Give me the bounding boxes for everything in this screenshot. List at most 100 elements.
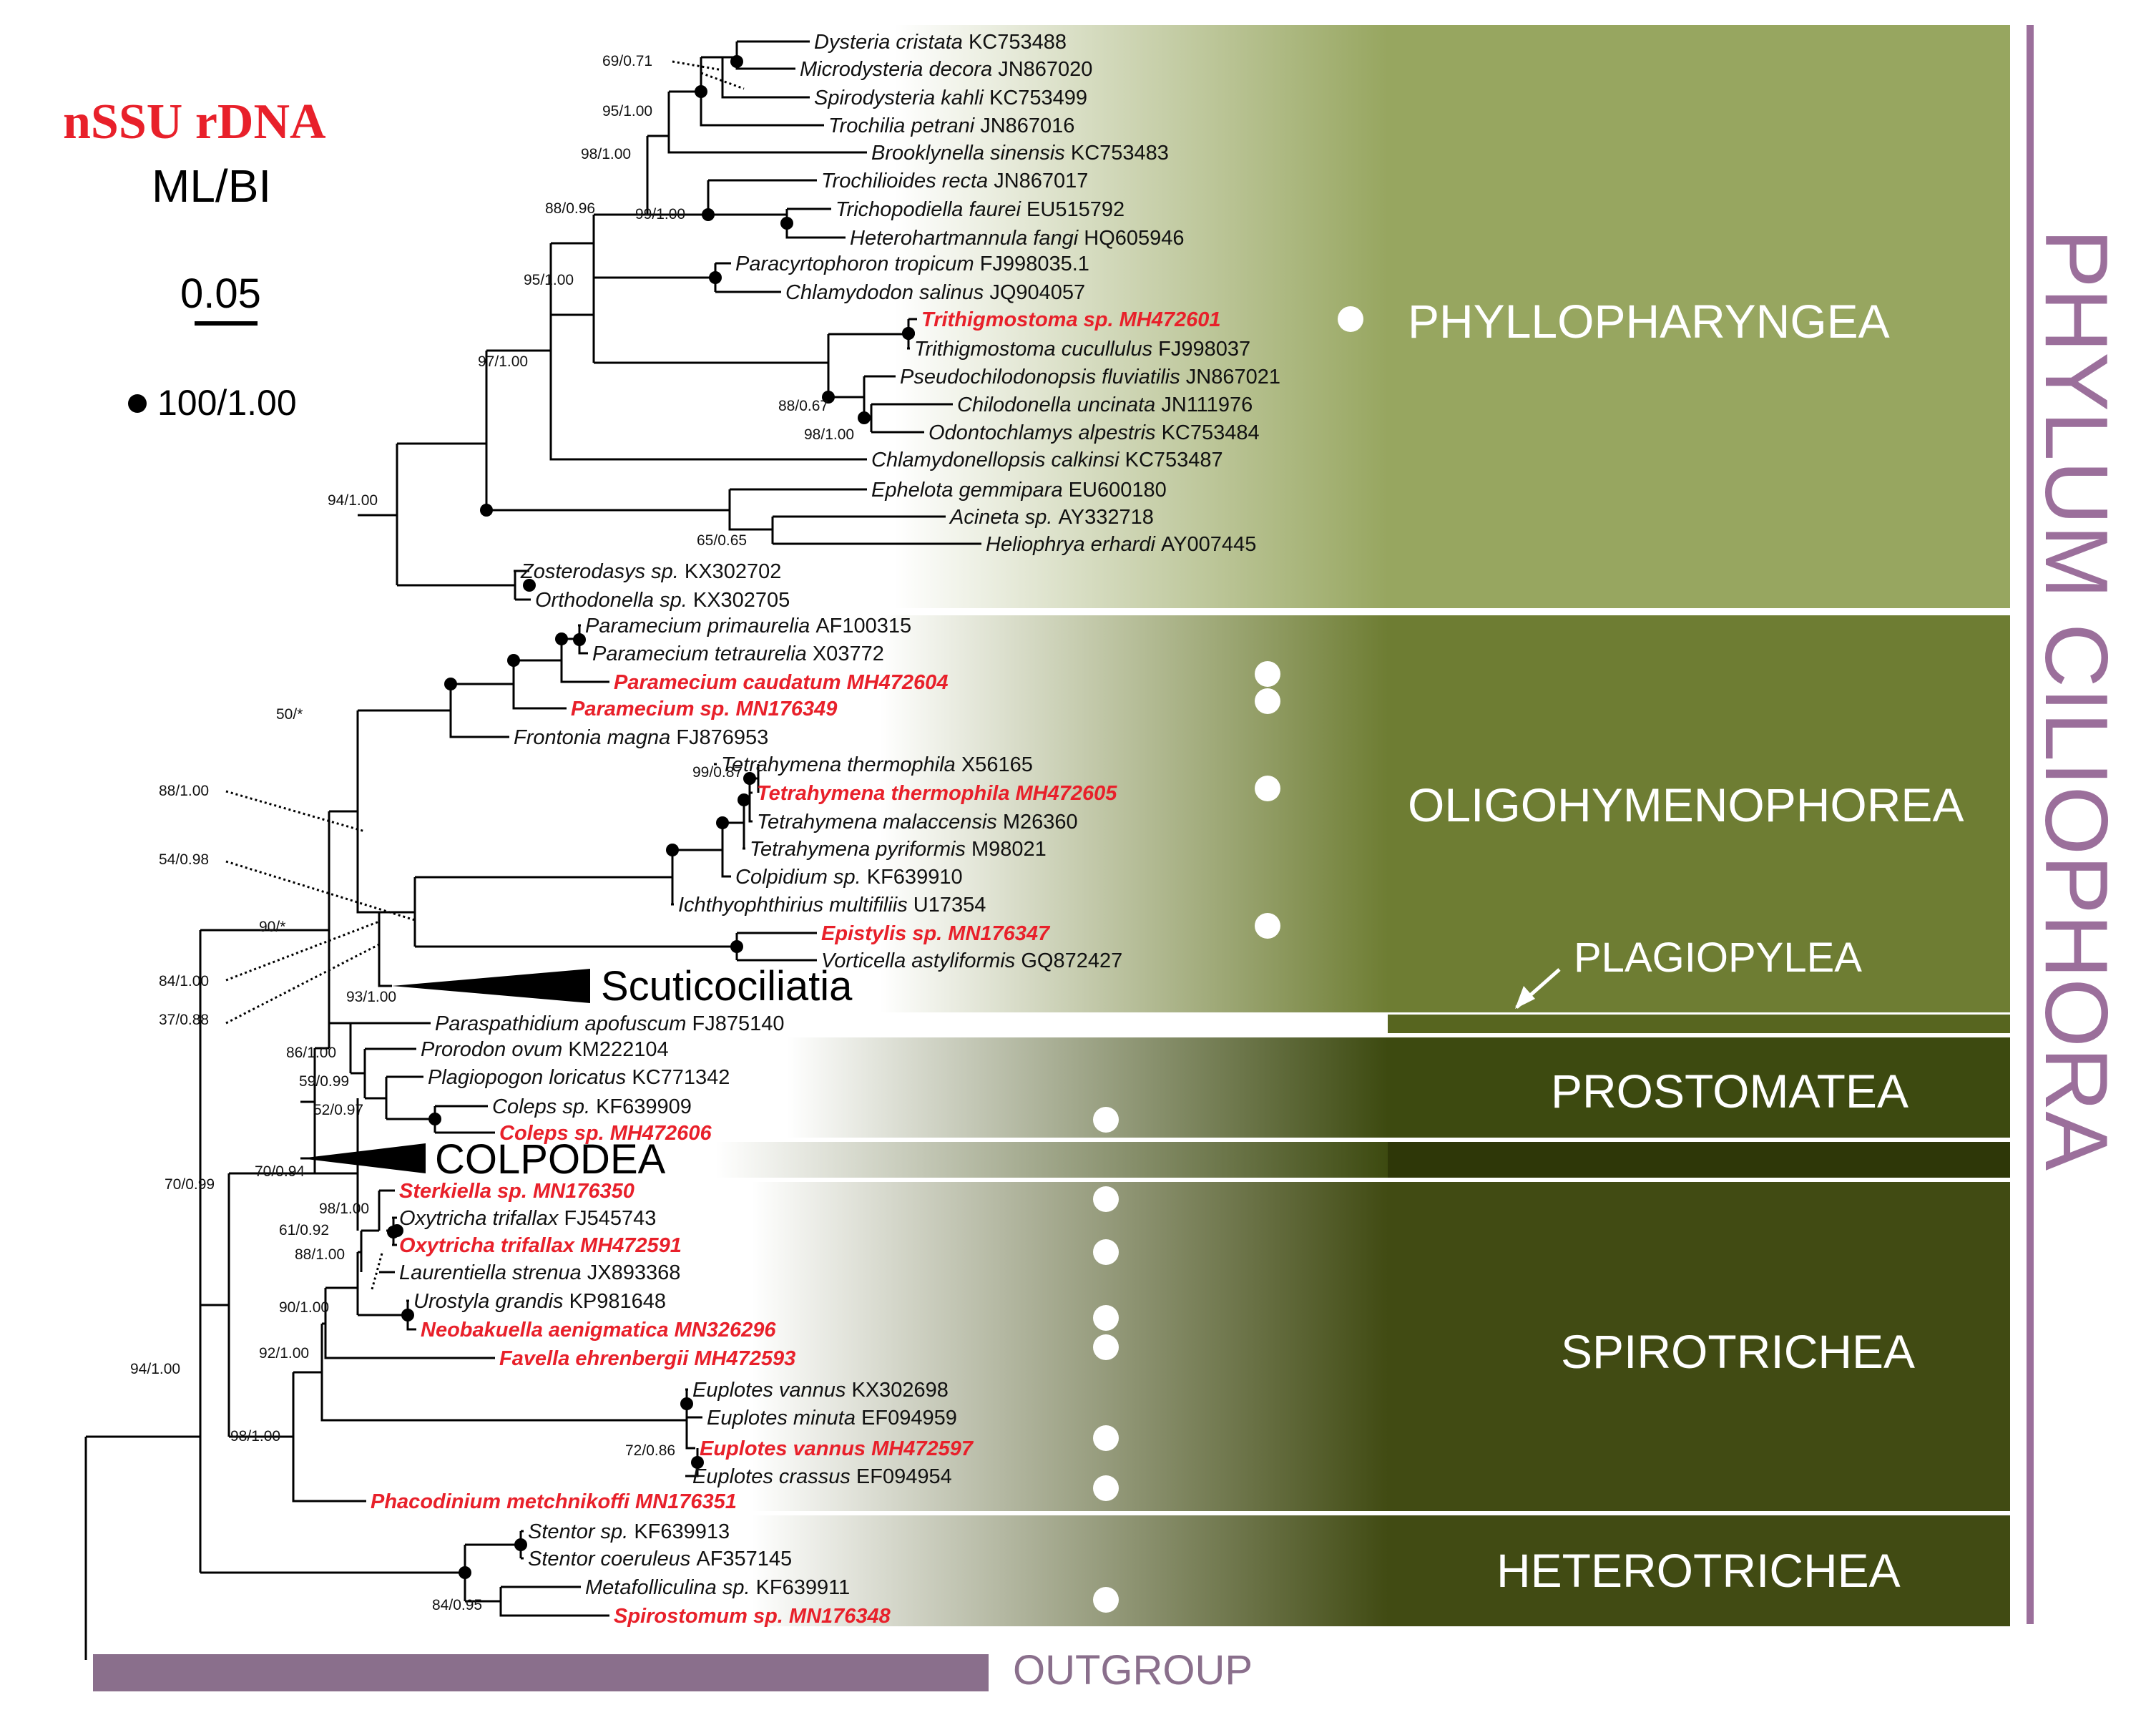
- taxon-label: Laurentiella strenua JX893368: [399, 1261, 680, 1284]
- new-sequence-marker: [1093, 1587, 1119, 1613]
- new-sequence-marker: [1093, 1186, 1119, 1212]
- new-sequence-marker: [1093, 1239, 1119, 1265]
- tree-branch: [358, 1229, 393, 1274]
- taxon-label: Paramecium caudatum MH472604: [614, 671, 948, 694]
- taxon-label: Heliophrya erhardi AY007445: [986, 533, 1256, 556]
- taxon-label: Trithigmostoma cucullulus FJ998037: [914, 338, 1250, 361]
- support-value: 90/1.00: [279, 1299, 329, 1316]
- taxon-label: Euplotes vannus KX302698: [692, 1379, 949, 1402]
- node-dot: [459, 1566, 471, 1579]
- node-dot: [480, 504, 493, 517]
- taxon-label: Trithigmostoma sp. MH472601: [921, 308, 1220, 331]
- tree-branch: [415, 823, 730, 904]
- support-value: 88/1.00: [159, 783, 209, 799]
- support-value: 94/1.00: [130, 1361, 180, 1377]
- taxon-label: Coleps sp. MH472606: [499, 1122, 712, 1145]
- new-sequence-marker: [1338, 306, 1363, 332]
- taxon-label: Euplotes crassus EF094954: [692, 1465, 952, 1488]
- node-dot: [514, 1538, 527, 1551]
- node-dot: [780, 217, 793, 230]
- clade-oligohymenophorea: OLIGOHYMENOPHOREA: [1408, 778, 1964, 831]
- node-dot: [691, 1456, 704, 1469]
- support-value: 98/1.00: [804, 426, 854, 443]
- node-dot: [702, 208, 715, 221]
- scuticociliatia-triangle: [392, 969, 590, 1003]
- plagiopylea-arrow: [1515, 968, 1561, 1009]
- support-value: 90/*: [259, 919, 285, 935]
- support-value: 97/1.00: [478, 353, 528, 370]
- support-value: 88/1.00: [295, 1246, 345, 1263]
- taxon-label: Tetrahymena pyriformis M98021: [750, 838, 1047, 861]
- new-sequence-marker: [1093, 1475, 1119, 1501]
- node-dot: [555, 632, 568, 645]
- scuticociliatia-label: Scuticociliatia: [601, 963, 853, 1010]
- taxon-label: Coleps sp. KF639909: [492, 1095, 692, 1118]
- support-value: 72/0.86: [625, 1442, 675, 1459]
- clade-prostomatea: PROSTOMATEA: [1551, 1065, 1908, 1118]
- node-dot: [666, 844, 679, 856]
- support-value: 61/0.92: [279, 1222, 329, 1238]
- tree-branch: [551, 215, 708, 279]
- new-sequence-marker: [1255, 776, 1280, 801]
- new-sequence-marker: [1093, 1107, 1119, 1133]
- support-leader: [225, 920, 380, 982]
- support-value: 86/1.00: [286, 1045, 336, 1061]
- band-prostomatea: [1388, 1037, 2010, 1138]
- support-value: 50/*: [276, 706, 303, 723]
- taxon-label: Plagiopogon loricatus KC771342: [428, 1066, 730, 1089]
- node-dot: [523, 579, 536, 592]
- tree-branch: [464, 1545, 608, 1617]
- taxon-label: Chlamydodon salinus JQ904057: [785, 281, 1085, 304]
- band-phyllopharyngea-fade: [894, 25, 1388, 608]
- band-colpodea: [1388, 1142, 2010, 1178]
- tree-branch: [486, 488, 980, 545]
- taxon-label: Chilodonella uncinata JN111976: [957, 394, 1253, 416]
- tree-branch: [594, 136, 708, 216]
- taxon-label: Tetrahymena malaccensis M26360: [757, 811, 1078, 834]
- taxon-label: Metafolliculina sp. KF639911: [585, 1576, 850, 1599]
- tree-branch: [200, 929, 330, 1048]
- colpodea-label: COLPODEA: [435, 1136, 666, 1183]
- clade-phyllopharyngea: PHYLLOPHARYNGEA: [1408, 295, 1890, 348]
- band-spirotrichea: [1388, 1182, 2010, 1511]
- taxon-label: Tetrahymena thermophila X56165: [721, 753, 1033, 776]
- tree-branch: [486, 243, 866, 461]
- tree-branch: [378, 877, 416, 987]
- new-sequence-markers: [1093, 306, 1363, 1613]
- node-dot: [695, 85, 707, 98]
- taxon-label: Ephelota gemmipara EU600180: [871, 479, 1167, 502]
- tree-branch: [707, 179, 844, 239]
- new-sequence-marker: [1255, 913, 1280, 939]
- taxon-label: Stentor sp. KF639913: [528, 1520, 730, 1543]
- node-dot: [573, 633, 586, 646]
- node-dot: [738, 793, 750, 806]
- taxon-label: Oxytricha trifallax FJ545743: [399, 1207, 656, 1230]
- new-sequence-marker: [1093, 1334, 1119, 1360]
- scale-label: 0.05: [180, 270, 261, 317]
- taxon-label: Microdysteria decora JN867020: [800, 58, 1092, 81]
- node-dot: [401, 1309, 414, 1321]
- support-value: 95/1.00: [602, 103, 652, 119]
- taxon-label: Odontochlamys alpestris KC753484: [928, 421, 1260, 444]
- support-value: 37/0.88: [159, 1012, 209, 1028]
- support-value: 88/0.67: [778, 398, 828, 414]
- band-heterotrichea: [1388, 1515, 2010, 1626]
- support-leader: [225, 943, 380, 1025]
- tree-branch: [701, 40, 808, 99]
- taxon-label: Epistylis sp. MN176347: [821, 922, 1051, 945]
- taxon-label: Spirostomum sp. MN176348: [614, 1605, 891, 1628]
- tree-branch: [397, 351, 488, 510]
- taxon-label: Colpidium sp. KF639910: [735, 866, 963, 889]
- tree-branch: [708, 262, 780, 293]
- taxon-label: Vorticella astyliformis GQ872427: [821, 949, 1122, 972]
- tree-branches: [84, 40, 981, 1660]
- taxon-label: Brooklynella sinensis KC753483: [871, 142, 1169, 165]
- node-dot: [822, 391, 835, 404]
- taxon-label: Spirodysteria kahli KC753499: [814, 87, 1087, 109]
- support-value: 88/0.96: [545, 200, 595, 217]
- taxon-label: Heterohartmannula fangi HQ605946: [850, 227, 1185, 250]
- legend-dot: [128, 394, 147, 413]
- node-dot: [858, 411, 871, 424]
